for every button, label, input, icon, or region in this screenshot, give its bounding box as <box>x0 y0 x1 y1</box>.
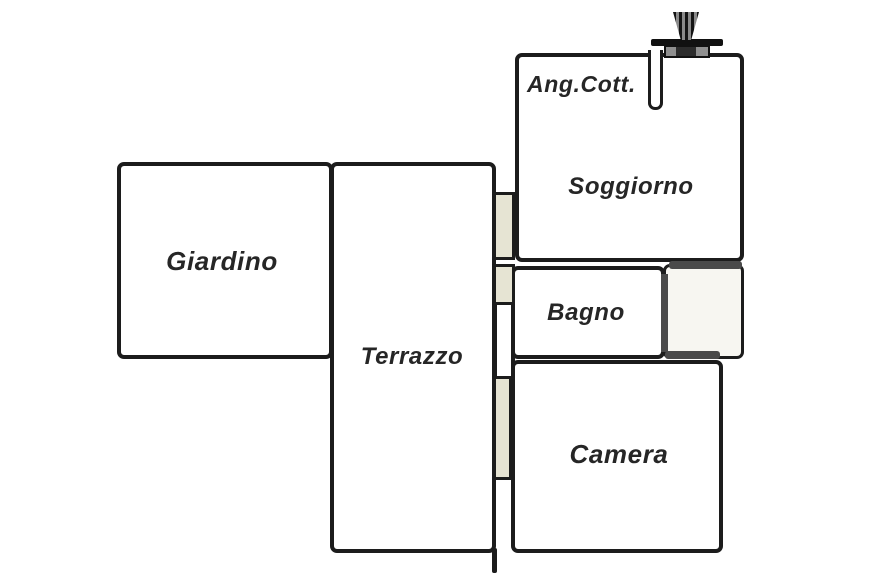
window-camera-west <box>493 376 512 480</box>
label-camera: Camera <box>569 439 669 469</box>
wall-stub <box>492 548 497 573</box>
door-west-opening <box>493 302 515 379</box>
room-storage-shaft <box>663 264 744 359</box>
room-giardino <box>117 162 333 359</box>
room-camera <box>511 360 723 553</box>
window-soggiorno-west <box>493 192 515 260</box>
label-soggiorno: Soggiorno <box>568 173 694 200</box>
label-ang-cott: Ang.Cott. <box>527 71 636 97</box>
label-terrazzo: Terrazzo <box>360 343 464 370</box>
chimney-flue-icon <box>651 39 723 46</box>
chimney-funnel-icon <box>673 12 699 40</box>
label-bagno: Bagno <box>547 299 625 326</box>
storage-wall-top <box>669 261 742 269</box>
storage-wall-left <box>661 274 668 352</box>
chimney-base-icon <box>664 45 710 58</box>
storage-wall-bottom <box>665 351 720 359</box>
wall-slot <box>648 50 663 110</box>
room-soggiorno <box>515 53 744 262</box>
window-bagno-west <box>493 264 515 305</box>
room-terrazzo <box>330 162 496 553</box>
label-giardino: Giardino <box>166 246 278 276</box>
